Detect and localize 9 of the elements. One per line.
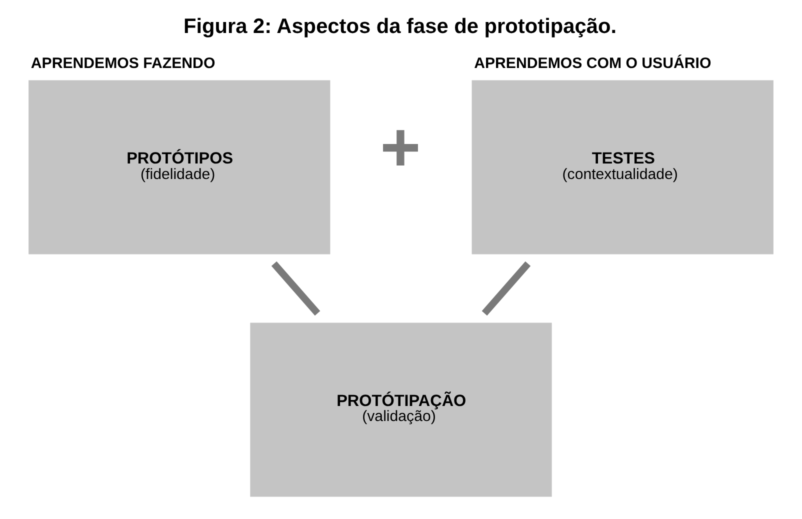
node-label: APRENDEMOS FAZENDO (30, 54, 216, 72)
label: + (380, 108, 421, 186)
diagram-title: Figura 2: Aspectos da fase de prototipação. (183, 15, 617, 38)
node-box: PROTÓTIPAÇÃO (validação) (250, 322, 552, 497)
node-box: TESTES (contextualidade) (472, 80, 774, 254)
node-box: PROTÓTIPOS (fidelidade) (28, 80, 330, 254)
connector (482, 261, 531, 316)
node-label: APRENDEMOS COM O USUÁRIO (474, 54, 712, 72)
connector (271, 261, 320, 316)
